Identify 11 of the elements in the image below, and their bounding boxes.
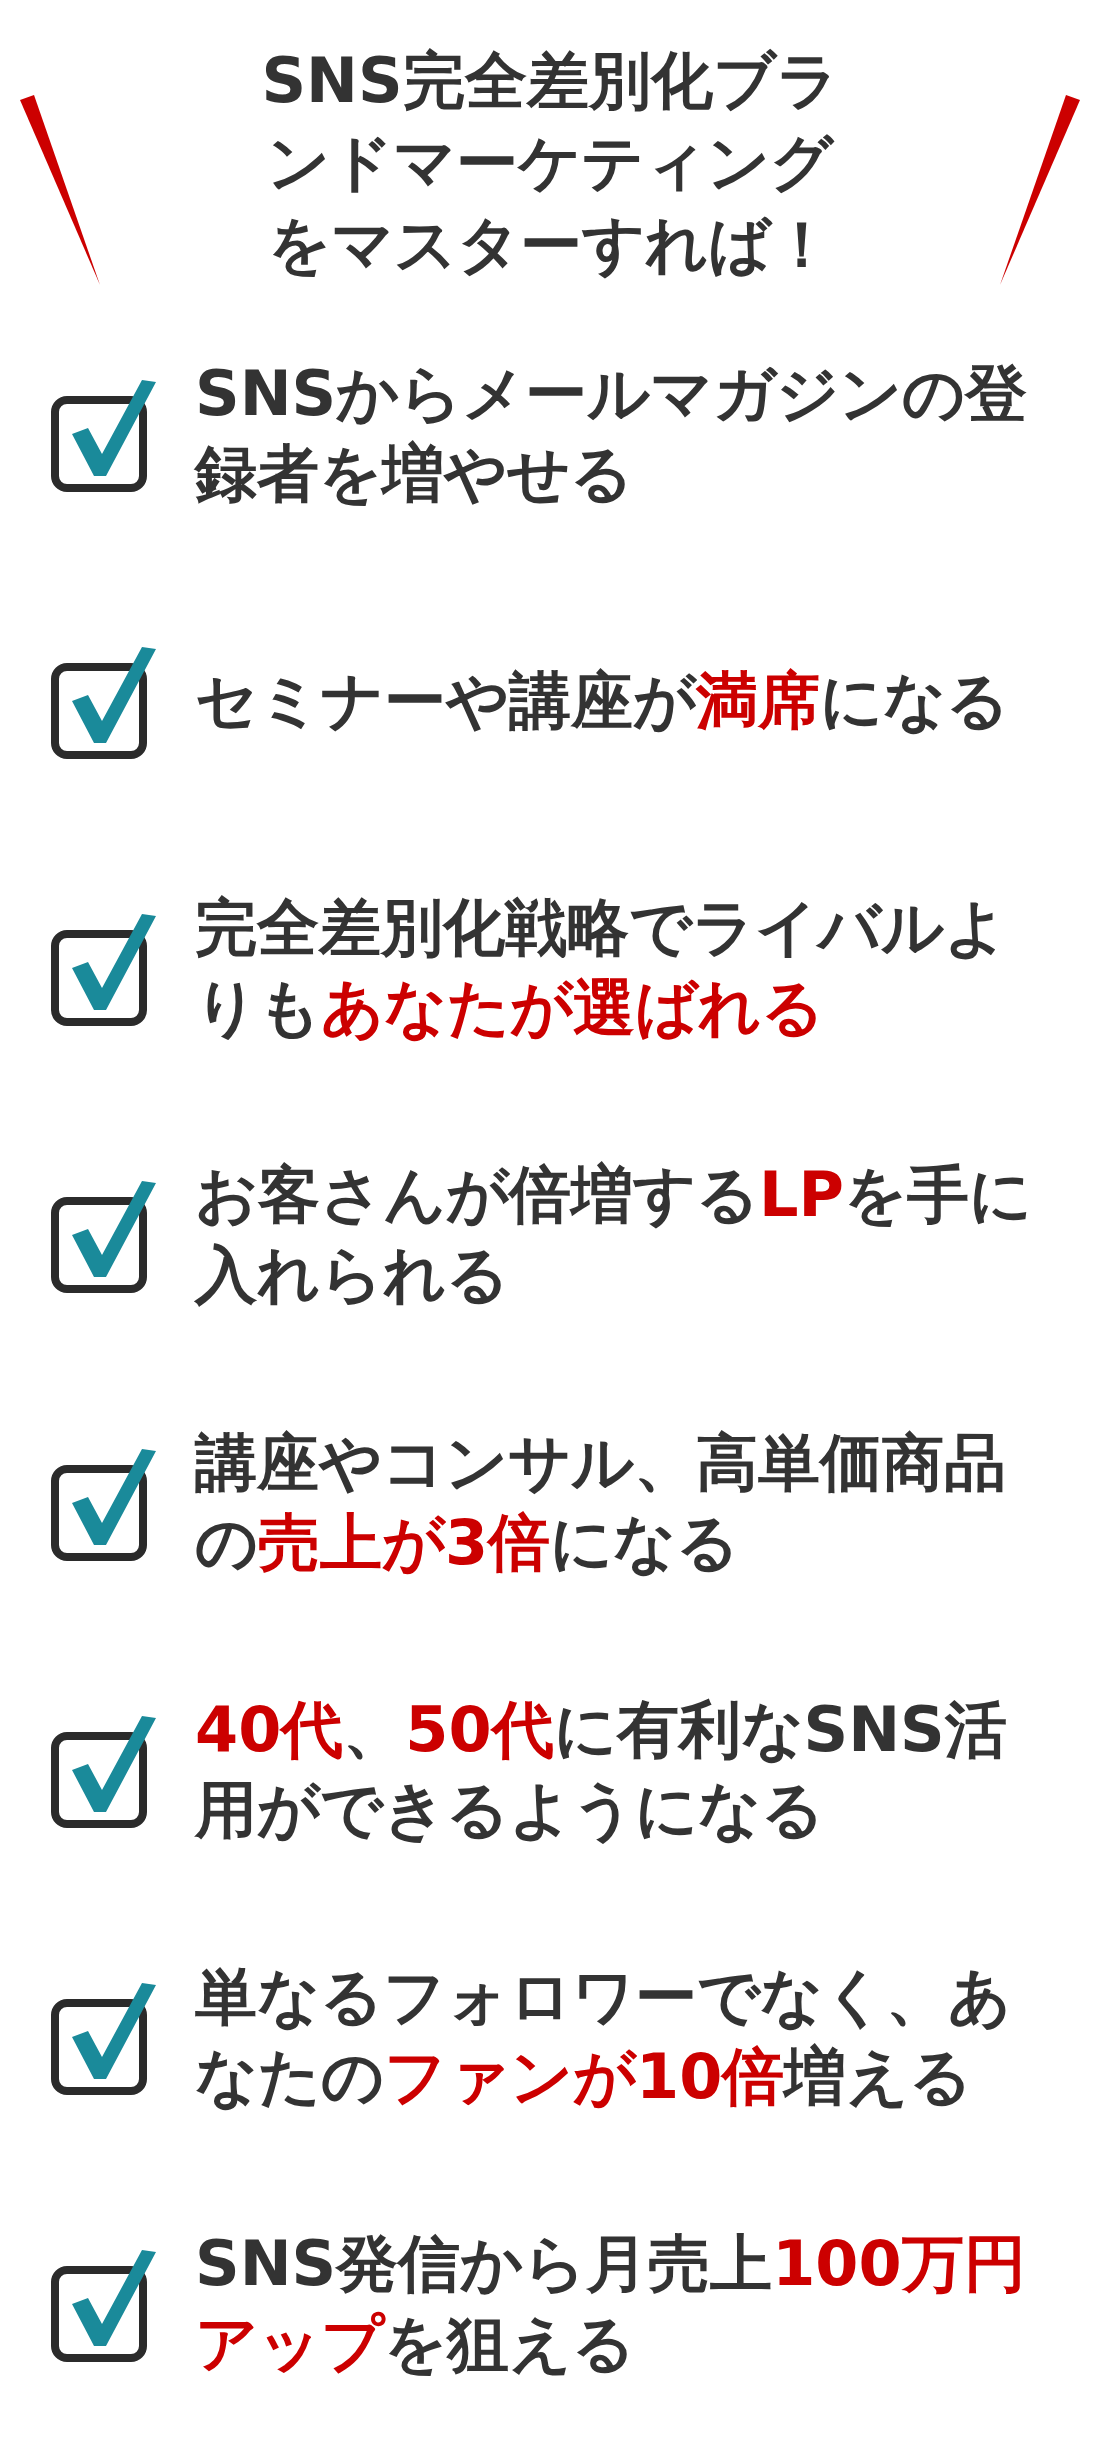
checklist-item: お客さんが倍増するLPを手に入れられる: [195, 1157, 1033, 1314]
slash-mark: [1000, 95, 1080, 285]
checklist-item: 40代、50代に有利なSNS活用ができるようになる: [195, 1691, 1008, 1848]
checklist-item: 講座やコンサル、高単価商品の売上が3倍になる: [195, 1424, 1007, 1581]
checklist-item: 完全差別化戦略でライバルよりもあなたが選ばれる: [195, 890, 1008, 1047]
checklist-item: セミナーや講座が満席になる: [195, 662, 1010, 739]
slash-mark: [20, 95, 100, 285]
heading: SNS完全差別化ブランドマーケティングをマスターすれば！: [260, 43, 840, 283]
checklist-item: SNSからメールマガジンの登録者を増やせる: [195, 355, 1029, 512]
checklist-item: 単なるフォロワーでなく、あなたのファンが10倍増える: [195, 1959, 1012, 2116]
checklist-item: SNS発信から月売上100万円アップを狙える: [195, 2226, 1027, 2383]
